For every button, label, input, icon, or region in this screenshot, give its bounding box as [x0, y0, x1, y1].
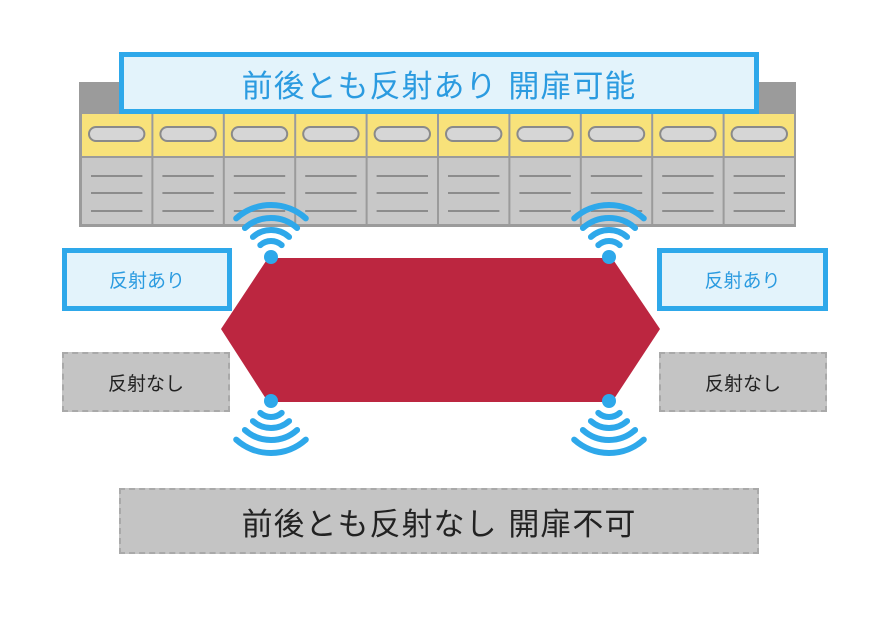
sensor-group — [233, 202, 647, 456]
shelf-unit — [153, 114, 223, 224]
left-reflect-yes-label: 反射あり — [108, 270, 185, 292]
shelf-unit-body — [224, 158, 295, 224]
shelf-unit — [224, 114, 295, 224]
left-reflect-no-box: 反射なし — [62, 352, 230, 412]
handle-icon — [373, 126, 432, 142]
shelf-unit-body — [653, 158, 723, 224]
wave-arc — [587, 227, 631, 240]
right-reflect-no-label: 反射なし — [704, 372, 781, 395]
wave-arc — [233, 436, 309, 456]
handle-icon — [445, 126, 503, 142]
sensor-dot — [264, 250, 278, 264]
handle-icon — [587, 126, 646, 142]
right-reflect-no-box: 反射なし — [659, 352, 827, 412]
sensor-dot — [264, 394, 278, 408]
sensor-wave-icon — [233, 394, 309, 456]
shelf-unit-body — [510, 158, 580, 224]
vehicle-body — [221, 258, 660, 402]
left-reflect-yes-box: 反射あり — [62, 248, 232, 311]
shelf-unit-body — [82, 158, 152, 224]
handle-icon — [730, 126, 788, 142]
shelf-unit-body — [439, 158, 509, 224]
right-reflect-yes-label: 反射あり — [704, 270, 781, 292]
wave-arc — [241, 215, 301, 232]
shelf-unit — [82, 114, 152, 224]
shelf-unit-body — [296, 158, 366, 224]
bottom-banner: 前後とも反射なし 開扉不可 — [119, 488, 759, 554]
sensor-dot — [602, 250, 616, 264]
handle-icon — [516, 126, 574, 142]
shelf-unit-body — [367, 158, 437, 224]
top-banner-text: 前後とも反射あり 開扉可能 — [241, 68, 637, 105]
wave-arc — [233, 202, 309, 222]
wave-arc — [595, 409, 623, 420]
shelf-unit-body — [153, 158, 223, 224]
shelf-unit — [653, 114, 723, 224]
right-reflect-yes-box: 反射あり — [657, 248, 828, 311]
handle-icon — [230, 126, 289, 142]
wave-arc — [241, 426, 301, 443]
shelf-unit — [296, 114, 366, 224]
wave-arc — [587, 418, 631, 431]
sensor-wave-icon — [233, 202, 309, 264]
handle-icon — [659, 126, 717, 142]
handle-icon — [159, 126, 217, 142]
top-banner: 前後とも反射あり 開扉可能 — [119, 52, 759, 114]
shelf-unit — [581, 114, 652, 224]
shelf-unit — [510, 114, 580, 224]
sensor-wave-icon — [571, 202, 647, 264]
wave-arc — [249, 227, 293, 240]
handle-icon — [88, 126, 146, 142]
wave-arc — [249, 418, 293, 431]
shelf-unit — [439, 114, 509, 224]
sensor-wave-icon — [571, 394, 647, 456]
wave-arc — [595, 238, 623, 249]
wave-arc — [579, 426, 639, 443]
left-reflect-no-label: 反射なし — [107, 372, 184, 395]
wave-arc — [257, 409, 285, 420]
wave-arc — [571, 436, 647, 456]
sensor-dot — [602, 394, 616, 408]
shelf-unit — [724, 114, 794, 224]
wave-arc — [257, 238, 285, 249]
handle-icon — [302, 126, 360, 142]
bottom-banner-text: 前後とも反射なし 開扉不可 — [241, 506, 637, 543]
wave-arc — [571, 202, 647, 222]
wave-arc — [579, 215, 639, 232]
shelf-unit — [367, 114, 437, 224]
shelf-unit-body — [724, 158, 794, 224]
